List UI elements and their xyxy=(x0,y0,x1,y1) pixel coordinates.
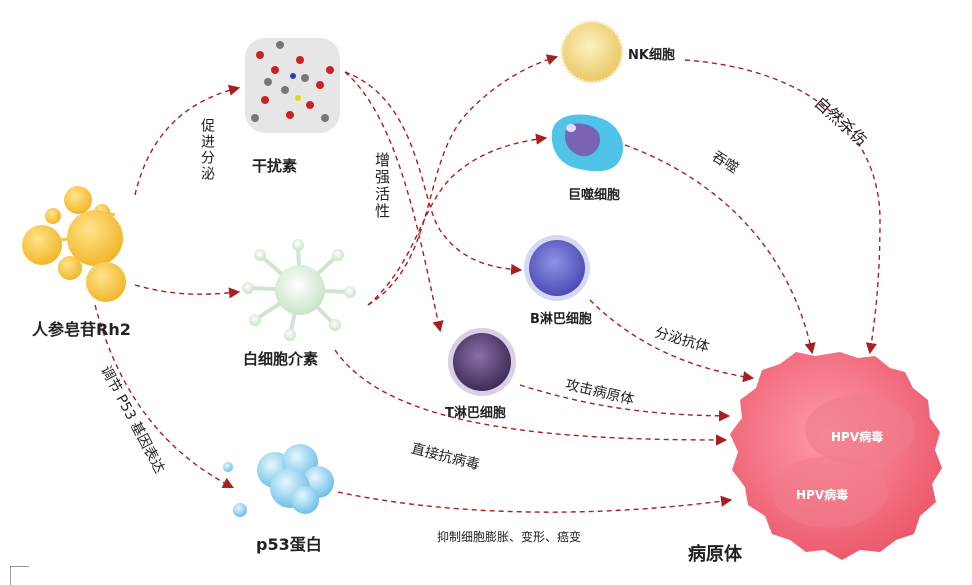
b-cell-illustration xyxy=(524,235,590,301)
node-interleukin: 白细胞介素 xyxy=(243,350,319,368)
node-nk-cell: NK细胞 xyxy=(628,48,675,63)
arrow-macrophage-to-pathogen xyxy=(624,144,816,355)
nk-cell-illustration xyxy=(560,20,624,84)
edge-promote-secretion: 促进分泌 xyxy=(199,118,215,182)
arrow-tcell-to-pathogen xyxy=(519,384,731,422)
arrow-p53-to-pathogen xyxy=(337,491,733,513)
arrow-ginsenoside-to-interleukin xyxy=(134,284,241,299)
pathogen-illustration xyxy=(730,352,942,560)
node-macrophage: 巨噬细胞 xyxy=(568,188,621,203)
ginsenoside-illustration xyxy=(22,186,126,302)
node-ginsenoside: 人参皂苷Rh2 xyxy=(32,320,131,339)
interleukin-illustration xyxy=(242,239,356,341)
node-interferon: 干扰素 xyxy=(252,157,298,175)
arrow-ginsenoside-to-p53 xyxy=(94,304,234,489)
node-t-cell: T淋巴细胞 xyxy=(445,406,506,421)
p53-illustration xyxy=(223,444,334,517)
edge-enhance-activity: 增强活性 xyxy=(373,152,391,220)
arrow-interleukin-to-macrophage xyxy=(367,133,548,306)
macrophage-illustration xyxy=(551,114,624,172)
node-p53: p53蛋白 xyxy=(256,535,322,554)
node-pathogen: 病原体 xyxy=(688,544,742,565)
arrow-interferon-to-bcell xyxy=(344,71,523,275)
hpv-label-1: HPV病毒 xyxy=(831,430,884,444)
interferon-illustration xyxy=(245,38,340,133)
arrow-ginsenoside-to-interferon xyxy=(134,84,241,196)
hpv-label-2: HPV病毒 xyxy=(796,488,849,502)
arrow-interleukin-to-nk xyxy=(367,54,559,306)
arrow-interferon-to-tcell xyxy=(344,71,444,333)
arrows xyxy=(94,54,881,513)
t-cell-illustration xyxy=(448,328,516,396)
arrow-bcell-to-pathogen xyxy=(589,299,755,383)
node-b-cell: B淋巴细胞 xyxy=(530,312,592,327)
arrow-nk-to-pathogen xyxy=(684,59,881,355)
edge-inhibit: 抑制细胞膨胀、变形、癌变 xyxy=(437,530,582,544)
arrow-interleukin-to-pathogen xyxy=(334,349,728,446)
corner-mark xyxy=(10,566,29,585)
